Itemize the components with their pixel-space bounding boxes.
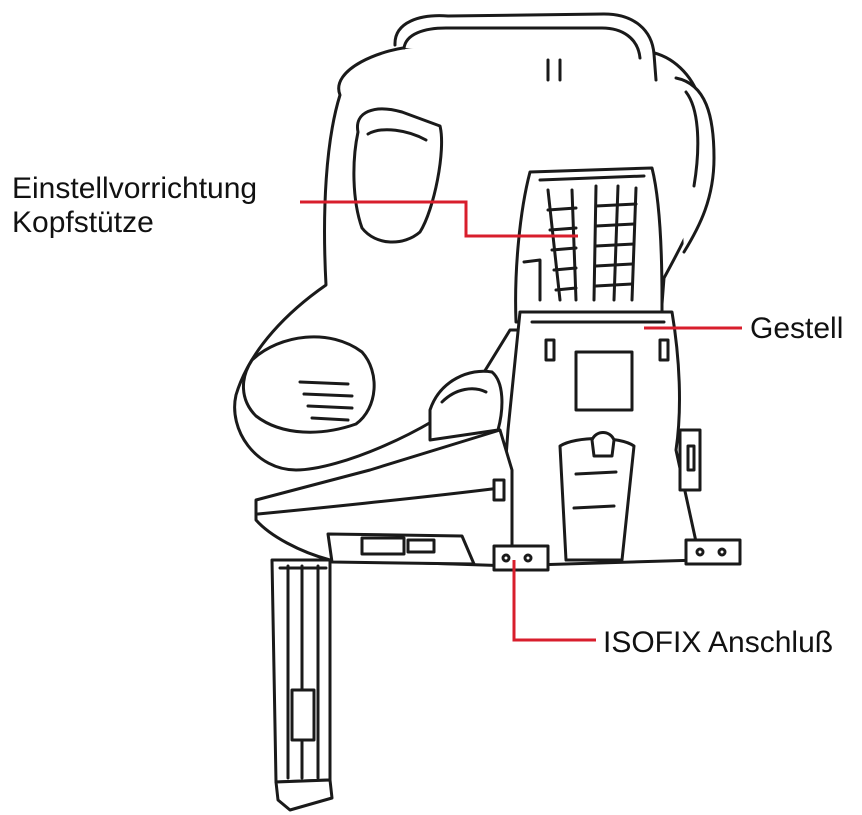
callout-isofix-connector: ISOFIX Anschluß	[603, 626, 834, 659]
seat-shell	[233, 12, 716, 472]
leader-line-isofix	[512, 560, 596, 642]
car-seat-line-drawing	[233, 12, 742, 812]
callout-frame: Gestell	[750, 312, 844, 345]
headrest-adjuster-mechanism	[514, 166, 664, 324]
callout-headrest-adjuster-line1: Einstellvorrichtung	[12, 172, 258, 205]
callout-leader-lines	[300, 200, 742, 642]
base-frame	[254, 310, 742, 572]
support-leg	[270, 558, 334, 812]
leader-line-headrest-adjuster	[300, 200, 578, 238]
callout-headrest-adjuster-line2: Kopfstütze	[12, 206, 154, 239]
